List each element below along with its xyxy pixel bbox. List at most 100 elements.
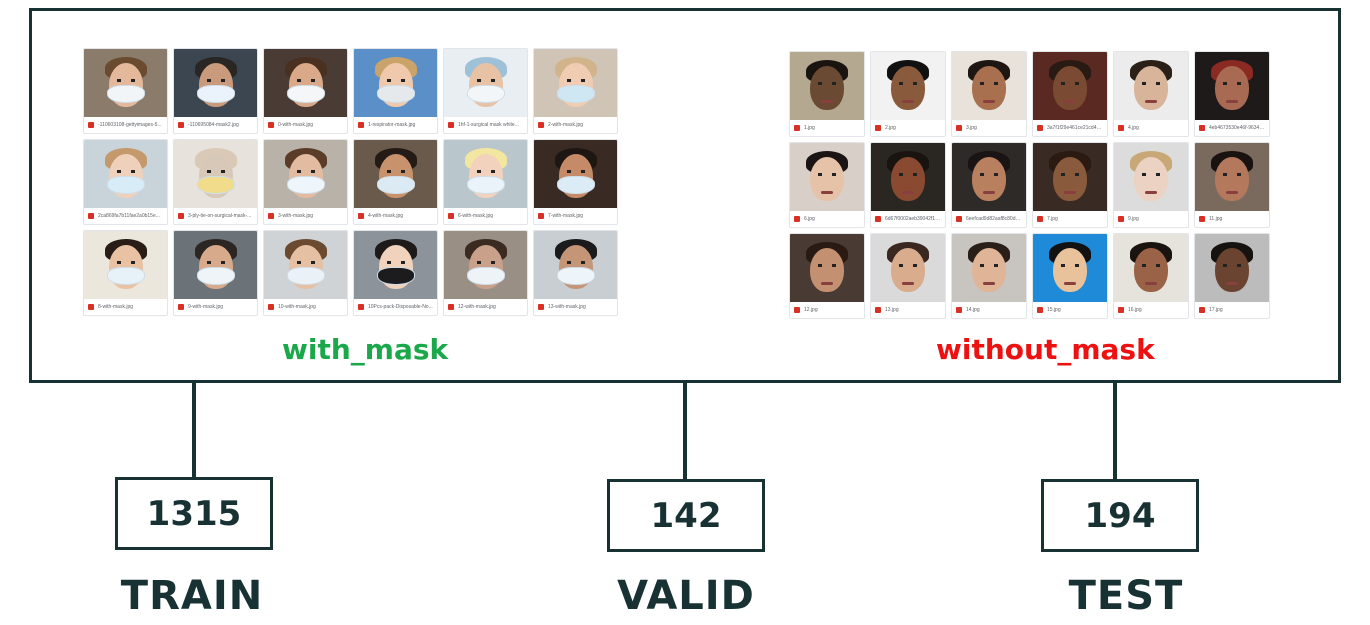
file-name: 1-respirator-mask.jpg xyxy=(368,122,416,128)
image-file-icon xyxy=(448,304,454,310)
without-mask-file-tile[interactable]: 9.jpg xyxy=(1113,142,1189,228)
without-mask-file-tile[interactable]: 3.jpg xyxy=(951,51,1027,137)
file-caption: 9-with-mask.jpg xyxy=(174,299,257,315)
with-mask-file-tile[interactable]: 3-ply-tie-on-surgical-mask-... xyxy=(173,139,258,225)
without-mask-thumbnail xyxy=(1114,143,1188,211)
file-caption: 14.jpg xyxy=(952,302,1026,318)
without-mask-file-tile[interactable]: 6.jpg xyxy=(789,142,865,228)
image-file-icon xyxy=(538,213,544,219)
test-count: 194 xyxy=(1084,495,1156,536)
file-name: 10-with-mask.jpg xyxy=(278,304,316,310)
with-mask-file-tile[interactable]: 0-with-mask.jpg xyxy=(263,48,348,134)
valid-count: 142 xyxy=(650,495,722,536)
without-mask-thumbnail xyxy=(871,234,945,302)
file-name: 6d67f0002aeb39042f1f60... xyxy=(885,216,941,222)
with-mask-file-tile[interactable]: 1hf-1-surgical mask white... xyxy=(443,48,528,134)
image-file-icon xyxy=(875,307,881,313)
file-caption: 13.jpg xyxy=(871,302,945,318)
without-mask-file-tile[interactable]: 4eb4673530e46f-9634b1... xyxy=(1194,51,1270,137)
file-caption: 10-with-mask.jpg xyxy=(264,299,347,315)
image-file-icon xyxy=(794,125,800,131)
without-mask-file-tile[interactable]: 6eefcad9d82aaf8c80d1b... xyxy=(951,142,1027,228)
file-name: 1.jpg xyxy=(804,125,815,131)
file-caption: 1-respirator-mask.jpg xyxy=(354,117,437,133)
without-mask-thumbnail xyxy=(952,234,1026,302)
image-file-icon xyxy=(956,307,962,313)
file-name: 2ca869fa7b11fae2a0b15e... xyxy=(98,213,160,219)
file-caption: 12.jpg xyxy=(790,302,864,318)
test-connector xyxy=(1113,383,1117,480)
file-name: 3-ply-tie-on-surgical-mask-... xyxy=(188,213,252,219)
file-caption: -110603108-gettyimages-5... xyxy=(84,117,167,133)
file-caption: 9.jpg xyxy=(1114,211,1188,227)
image-file-icon xyxy=(1199,307,1205,313)
with-mask-file-tile[interactable]: 7-with-mask.jpg xyxy=(533,139,618,225)
without-mask-file-tile[interactable]: 2.jpg xyxy=(870,51,946,137)
without-mask-file-tile[interactable]: 15.jpg xyxy=(1032,233,1108,319)
without-mask-thumbnail xyxy=(871,143,945,211)
file-caption: -110695084-mask2.jpg xyxy=(174,117,257,133)
without-mask-file-tile[interactable]: 4.jpg xyxy=(1113,51,1189,137)
without-mask-file-tile[interactable]: 7.jpg xyxy=(1032,142,1108,228)
file-caption: 1.jpg xyxy=(790,120,864,136)
without-mask-file-tile[interactable]: 17.jpg xyxy=(1194,233,1270,319)
file-name: 6-with-mask.jpg xyxy=(458,213,494,219)
with-mask-file-tile[interactable]: 1-respirator-mask.jpg xyxy=(353,48,438,134)
with-mask-file-tile[interactable]: 9-with-mask.jpg xyxy=(173,230,258,316)
without-mask-file-tile[interactable]: 14.jpg xyxy=(951,233,1027,319)
train-count-box: 1315 xyxy=(115,477,273,550)
with-mask-file-tile[interactable]: 6-with-mask.jpg xyxy=(443,139,528,225)
file-caption: 13-with-mask.jpg xyxy=(534,299,617,315)
without-mask-file-tile[interactable]: 1.jpg xyxy=(789,51,865,137)
file-name: 7.jpg xyxy=(1047,216,1058,222)
without-mask-file-tile[interactable]: 16.jpg xyxy=(1113,233,1189,319)
without-mask-thumbnail xyxy=(1114,52,1188,120)
with-mask-file-tile[interactable]: 10-with-mask.jpg xyxy=(263,230,348,316)
with-mask-file-tile[interactable]: 13-with-mask.jpg xyxy=(533,230,618,316)
with-mask-file-tile[interactable]: -110603108-gettyimages-5... xyxy=(83,48,168,134)
with-mask-file-tile[interactable]: 8-with-mask.jpg xyxy=(83,230,168,316)
valid-label: VALID xyxy=(617,573,755,619)
without-mask-thumbnail xyxy=(1195,52,1269,120)
train-label: TRAIN xyxy=(120,573,264,619)
with-mask-file-tile[interactable]: 4-with-mask.jpg xyxy=(353,139,438,225)
image-file-icon xyxy=(1118,125,1124,131)
image-file-icon xyxy=(178,304,184,310)
without-mask-thumbnail xyxy=(952,143,1026,211)
file-name: 12.jpg xyxy=(804,307,818,313)
with-mask-thumbnail xyxy=(264,140,347,208)
with-mask-file-tile[interactable]: 2-with-mask.jpg xyxy=(533,48,618,134)
file-caption: 2ca869fa7b11fae2a0b15e... xyxy=(84,208,167,224)
file-name: 4eb4673530e46f-9634b1... xyxy=(1209,125,1265,131)
image-file-icon xyxy=(358,213,364,219)
with-mask-thumbnail xyxy=(174,231,257,299)
image-file-icon xyxy=(88,304,94,310)
without-mask-thumbnail xyxy=(1033,143,1107,211)
file-caption: 3-with-mask.jpg xyxy=(264,208,347,224)
with-mask-image-grid: -110603108-gettyimages-5... -110695084-ma… xyxy=(83,48,618,316)
without-mask-file-tile[interactable]: 12.jpg xyxy=(789,233,865,319)
without-mask-file-tile[interactable]: 11.jpg xyxy=(1194,142,1270,228)
without-mask-thumbnail xyxy=(871,52,945,120)
with-mask-thumbnail xyxy=(174,140,257,208)
with-mask-thumbnail xyxy=(444,231,527,299)
file-name: 11.jpg xyxy=(1209,216,1223,222)
with-mask-file-tile[interactable]: 2ca869fa7b11fae2a0b15e... xyxy=(83,139,168,225)
file-name: -110603108-gettyimages-5... xyxy=(98,122,162,128)
image-file-icon xyxy=(538,304,544,310)
file-name: 9-with-mask.jpg xyxy=(188,304,224,310)
file-caption: 15.jpg xyxy=(1033,302,1107,318)
with-mask-file-tile[interactable]: 10Pcs-pack-Disposable-No... xyxy=(353,230,438,316)
with-mask-file-tile[interactable]: 3-with-mask.jpg xyxy=(263,139,348,225)
with-mask-file-tile[interactable]: 12-with-mask.jpg xyxy=(443,230,528,316)
without-mask-file-tile[interactable]: 6d67f0002aeb39042f1f60... xyxy=(870,142,946,228)
with-mask-file-tile[interactable]: -110695084-mask2.jpg xyxy=(173,48,258,134)
without-mask-thumbnail xyxy=(1033,234,1107,302)
without-mask-file-tile[interactable]: 13.jpg xyxy=(870,233,946,319)
image-file-icon xyxy=(448,213,454,219)
file-name: -110695084-mask2.jpg xyxy=(188,122,239,128)
image-file-icon xyxy=(178,122,184,128)
without-mask-file-tile[interactable]: 3a7f1f29e461ce21cd446b... xyxy=(1032,51,1108,137)
file-name: 7-with-mask.jpg xyxy=(548,213,584,219)
